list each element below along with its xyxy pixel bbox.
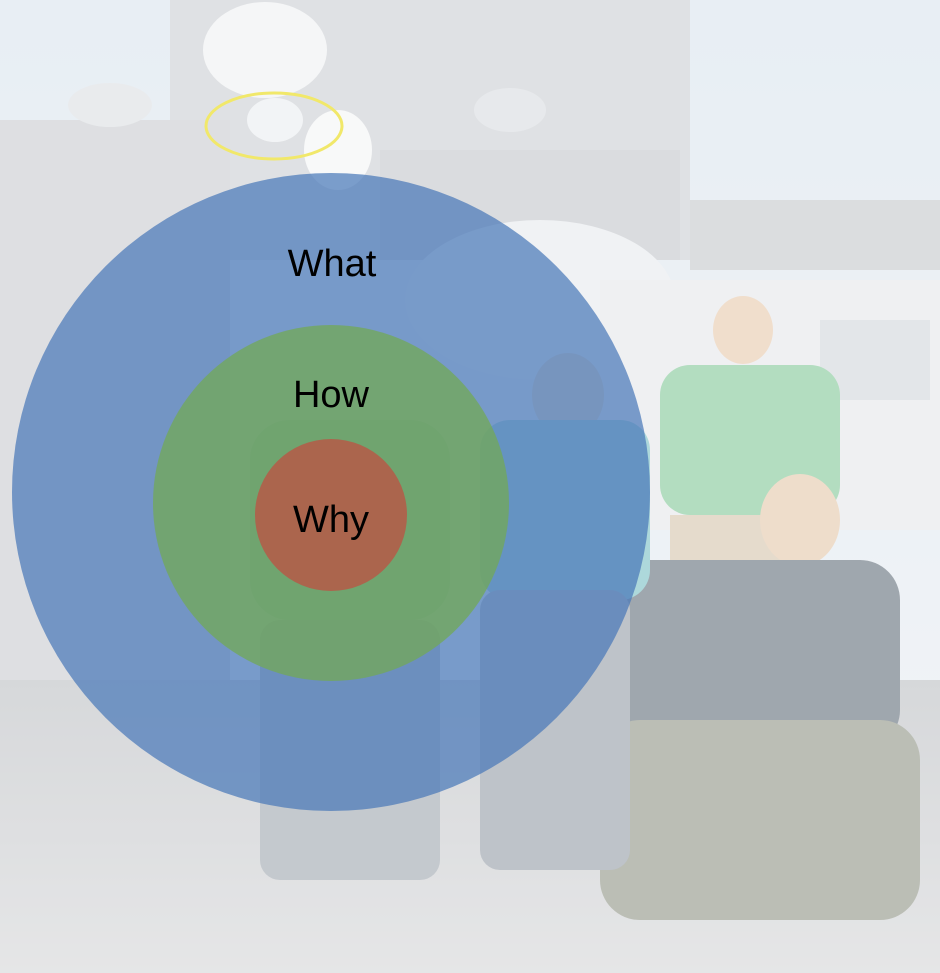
how-label: How (293, 374, 370, 416)
radar-dome-large (203, 2, 327, 98)
what-label: What (288, 243, 377, 285)
antenna-dish (68, 83, 152, 127)
rotor-clutter (690, 200, 940, 270)
why-label: Why (293, 499, 369, 541)
golden-circle-diagram: What How Why (12, 173, 650, 811)
radar-dome-small-2 (247, 98, 303, 142)
highlight-ellipse (204, 91, 344, 161)
why-circle (255, 439, 407, 591)
antenna-dish-2 (474, 88, 546, 132)
crew-kneeling (600, 474, 920, 920)
radar-dome-small (304, 110, 372, 190)
